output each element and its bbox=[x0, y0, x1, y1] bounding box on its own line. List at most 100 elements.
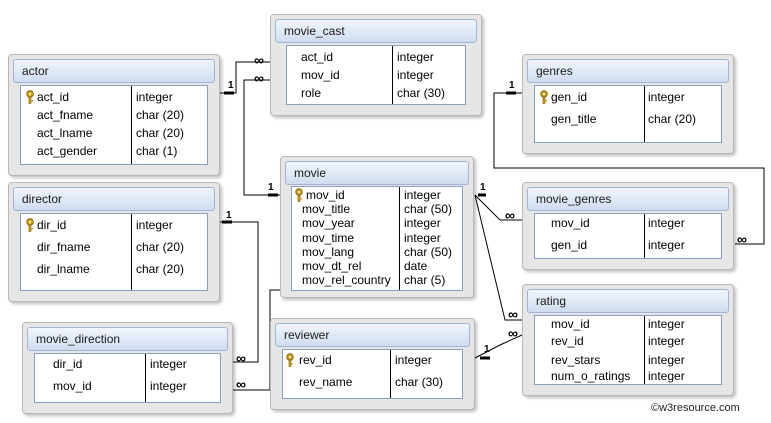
card-movie-cast-1: ∞ bbox=[254, 52, 264, 68]
column-type: char (30) bbox=[395, 375, 444, 389]
card-movie-genres-left: ∞ bbox=[505, 207, 515, 223]
column-name: mov_time bbox=[302, 231, 355, 245]
column-type: integer bbox=[395, 353, 432, 367]
primary-key-icon bbox=[295, 188, 303, 202]
table-body: mov_id integer mov_title char (50) mov_y… bbox=[291, 186, 463, 291]
table-title: movie_genres bbox=[527, 187, 729, 211]
table-title: movie_direction bbox=[27, 327, 228, 351]
table-title: genres bbox=[527, 59, 729, 83]
link-genres-movie-genres bbox=[493, 92, 765, 245]
table-body: mov_id integer rev_id integer rev_stars … bbox=[534, 315, 722, 385]
card-rating-1: ∞ bbox=[508, 306, 518, 322]
table-genres[interactable]: genres gen_id integer gen_title char (20… bbox=[522, 54, 734, 154]
column-type: integer bbox=[648, 238, 685, 252]
card-genres: 1 bbox=[509, 80, 515, 91]
column-type: integer bbox=[397, 68, 434, 82]
column-name: dir_fname bbox=[37, 240, 91, 254]
table-title: actor bbox=[13, 59, 215, 83]
table-movie[interactable]: movie mov_id integer mov_title char (50)… bbox=[280, 156, 474, 298]
column-name: mov_rel_country bbox=[302, 273, 391, 287]
column-name: mov_lang bbox=[302, 245, 355, 259]
link-reviewer-rating bbox=[474, 334, 523, 359]
column-name: mov_id bbox=[53, 379, 92, 393]
column-type: integer bbox=[397, 50, 434, 64]
table-rating[interactable]: rating mov_id integer rev_id integer rev… bbox=[522, 284, 734, 396]
table-movie-direction[interactable]: movie_direction dir_id integer mov_id in… bbox=[22, 322, 233, 414]
card-movie-genres-right: ∞ bbox=[737, 231, 747, 247]
table-reviewer[interactable]: reviewer rev_id integer rev_name char (3… bbox=[270, 318, 475, 410]
card-movie-direction-2: ∞ bbox=[236, 376, 246, 392]
table-actor[interactable]: actor act_id integer act_fname char (20)… bbox=[8, 54, 220, 176]
primary-key-icon bbox=[26, 90, 34, 104]
column-name: rev_stars bbox=[551, 353, 601, 367]
column-type: char (20) bbox=[136, 126, 185, 140]
table-movie-cast[interactable]: movie_cast act_id integer mov_id integer… bbox=[270, 14, 482, 116]
column-name: num_o_ratings bbox=[551, 369, 631, 383]
card-movie-left: 1 bbox=[268, 182, 274, 193]
table-title: reviewer bbox=[275, 323, 470, 347]
table-body: dir_id integer dir_fname char (20) dir_l… bbox=[20, 213, 208, 291]
link-movie-movie-cast bbox=[243, 79, 280, 196]
column-name: role bbox=[301, 86, 322, 100]
card-movie-cast-2: ∞ bbox=[254, 70, 264, 86]
column-name: act_fname bbox=[37, 108, 94, 122]
column-name: mov_id bbox=[301, 68, 340, 82]
card-rating-2: ∞ bbox=[508, 325, 518, 341]
column-name: gen_title bbox=[551, 112, 597, 126]
card-movie-right: 1 bbox=[480, 182, 486, 193]
column-name: rev_id bbox=[299, 353, 332, 367]
column-type: integer bbox=[648, 90, 685, 104]
primary-key-icon bbox=[286, 353, 294, 367]
table-body: act_id integer act_fname char (20) act_l… bbox=[20, 85, 208, 165]
table-title: director bbox=[13, 187, 215, 211]
table-body: act_id integer mov_id integer role char … bbox=[286, 45, 466, 105]
link-movie-movie-genres bbox=[474, 194, 522, 221]
column-type: integer bbox=[648, 317, 685, 331]
card-director: 1 bbox=[226, 210, 232, 221]
column-type: integer bbox=[648, 353, 685, 367]
card-movie-direction-1: ∞ bbox=[236, 350, 246, 366]
column-name: mov_id bbox=[306, 188, 345, 202]
column-type: char (30) bbox=[397, 86, 446, 100]
column-type: integer bbox=[136, 90, 173, 104]
table-title: movie bbox=[285, 161, 469, 185]
column-name: gen_id bbox=[551, 238, 588, 252]
column-type: char (5) bbox=[404, 273, 446, 287]
table-movie-genres[interactable]: movie_genres mov_id integer gen_id integ… bbox=[522, 182, 734, 270]
table-director[interactable]: director dir_id integer dir_fname char (… bbox=[8, 182, 220, 302]
column-type: integer bbox=[648, 216, 685, 230]
column-type: char (20) bbox=[136, 262, 185, 276]
column-type: char (50) bbox=[404, 202, 453, 216]
column-type: integer bbox=[150, 379, 187, 393]
primary-key-icon bbox=[26, 218, 34, 232]
column-name: act_lname bbox=[37, 126, 93, 140]
card-actor: 1 bbox=[228, 80, 234, 91]
column-name: mov_id bbox=[551, 317, 590, 331]
column-type: char (1) bbox=[136, 144, 178, 158]
column-type: char (20) bbox=[648, 112, 697, 126]
column-name: act_id bbox=[37, 90, 70, 104]
column-name: act_gender bbox=[37, 144, 98, 158]
column-type: integer bbox=[150, 357, 187, 371]
table-body: gen_id integer gen_title char (20) bbox=[534, 85, 722, 143]
column-type: date bbox=[404, 259, 428, 273]
column-name: mov_dt_rel bbox=[302, 259, 362, 273]
table-body: rev_id integer rev_name char (30) bbox=[282, 349, 463, 399]
copyright-text: ©w3resource.com bbox=[651, 402, 740, 414]
table-body: mov_id integer gen_id integer bbox=[534, 213, 722, 259]
table-title: rating bbox=[527, 289, 729, 313]
column-type: char (20) bbox=[136, 108, 185, 122]
table-title: movie_cast bbox=[275, 19, 477, 43]
column-name: dir_lname bbox=[37, 262, 90, 276]
column-name: dir_id bbox=[37, 218, 67, 232]
column-name: rev_id bbox=[551, 334, 584, 348]
column-type: integer bbox=[404, 216, 441, 230]
column-name: rev_name bbox=[299, 375, 353, 389]
column-type: char (20) bbox=[136, 240, 185, 254]
card-reviewer: 1 bbox=[484, 344, 490, 355]
column-type: integer bbox=[404, 188, 441, 202]
column-type: integer bbox=[404, 231, 441, 245]
column-type: integer bbox=[136, 218, 173, 232]
column-name: mov_title bbox=[302, 202, 351, 216]
